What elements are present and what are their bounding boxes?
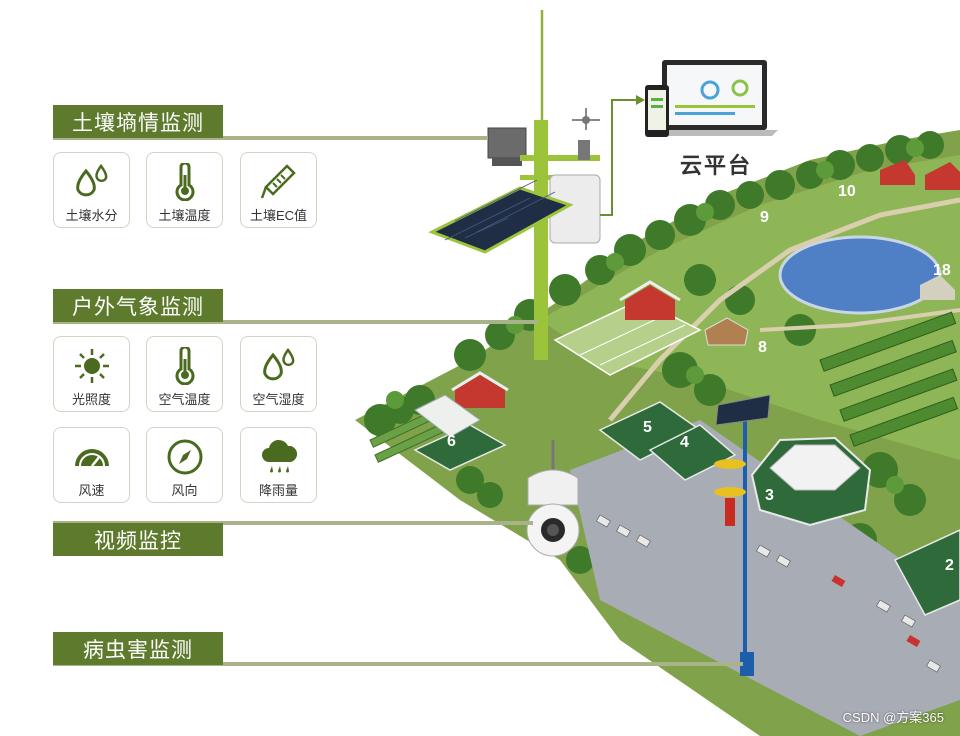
building-number-labels: 10 9 18 8 6 5 4 3 2 [447, 183, 954, 574]
building-number: 5 [643, 419, 652, 436]
cloud-platform-devices [645, 60, 778, 137]
building-number: 4 [680, 434, 689, 451]
farm-pond [778, 235, 942, 315]
soil-moisture-card: 土壤水分 [53, 152, 130, 228]
thermometer-icon [175, 163, 194, 201]
parked-cars [596, 514, 941, 673]
sensor-label: 土壤水分 [65, 208, 118, 223]
soil-temperature-card: 土壤温度 [146, 152, 223, 228]
security-camera [526, 440, 580, 557]
water-drops-icon [75, 163, 107, 197]
sensor-label: 光照度 [71, 392, 111, 407]
weather-monitoring-title: 户外气象监测 [53, 289, 223, 322]
barn-buildings [451, 160, 960, 408]
greenhouse [414, 394, 481, 438]
water-drops-icon [262, 347, 294, 381]
wind-direction-card: 风向 [146, 427, 223, 503]
pest-connector-line [53, 662, 743, 666]
building-number: 2 [945, 557, 954, 574]
building-number: 9 [760, 209, 769, 226]
octagonal-hall [750, 436, 872, 527]
air-humidity-card: 空气湿度 [240, 336, 317, 412]
rainfall-card: 降雨量 [240, 427, 317, 503]
weather-station [487, 10, 601, 360]
video-connector-line [53, 521, 533, 525]
soil-monitoring-title: 土壤墒情监测 [53, 105, 223, 138]
soil-connector-line [53, 136, 488, 140]
rain-cloud-icon [261, 439, 297, 473]
crop-field [819, 311, 959, 447]
building-number: 8 [758, 339, 767, 356]
building-number: 10 [838, 183, 856, 200]
building-number: 6 [447, 433, 456, 450]
air-temperature-card: 空气温度 [146, 336, 223, 412]
sensor-label: 降雨量 [258, 483, 298, 498]
building-number: 3 [765, 487, 774, 504]
wind-speed-card: 风速 [53, 427, 130, 503]
soil-ec-card: 土壤EC值 [240, 152, 317, 228]
cloud-connector-arrow [600, 99, 638, 216]
gauge-icon [74, 449, 109, 467]
sun-icon [74, 349, 109, 383]
ec-probe-icon [260, 164, 296, 199]
farm-path-lower [759, 308, 960, 332]
sensor-label: 风速 [78, 483, 105, 498]
sensor-label: 空气湿度 [252, 392, 305, 407]
building-number: 18 [933, 262, 951, 279]
sensor-label: 土壤EC值 [249, 208, 308, 223]
parking-lot [570, 420, 960, 736]
weather-connector-line [53, 320, 538, 324]
compass-icon [167, 439, 202, 475]
sensor-label: 风向 [171, 483, 198, 498]
farm-path [608, 197, 960, 422]
pest-monitor-pole [714, 394, 771, 676]
solar-panel [428, 179, 574, 254]
sensor-label: 空气温度 [158, 392, 211, 407]
thermometer-icon [175, 347, 194, 385]
watermark-text: CSDN @方案365 [842, 710, 944, 725]
gazebo [704, 317, 749, 346]
pest-monitoring-title: 病虫害监测 [53, 632, 223, 665]
illuminance-card: 光照度 [53, 336, 130, 412]
video-monitoring-title: 视频监控 [53, 523, 223, 556]
sensor-label: 土壤温度 [158, 208, 211, 223]
cloud-platform-label: 云平台 [680, 153, 753, 178]
